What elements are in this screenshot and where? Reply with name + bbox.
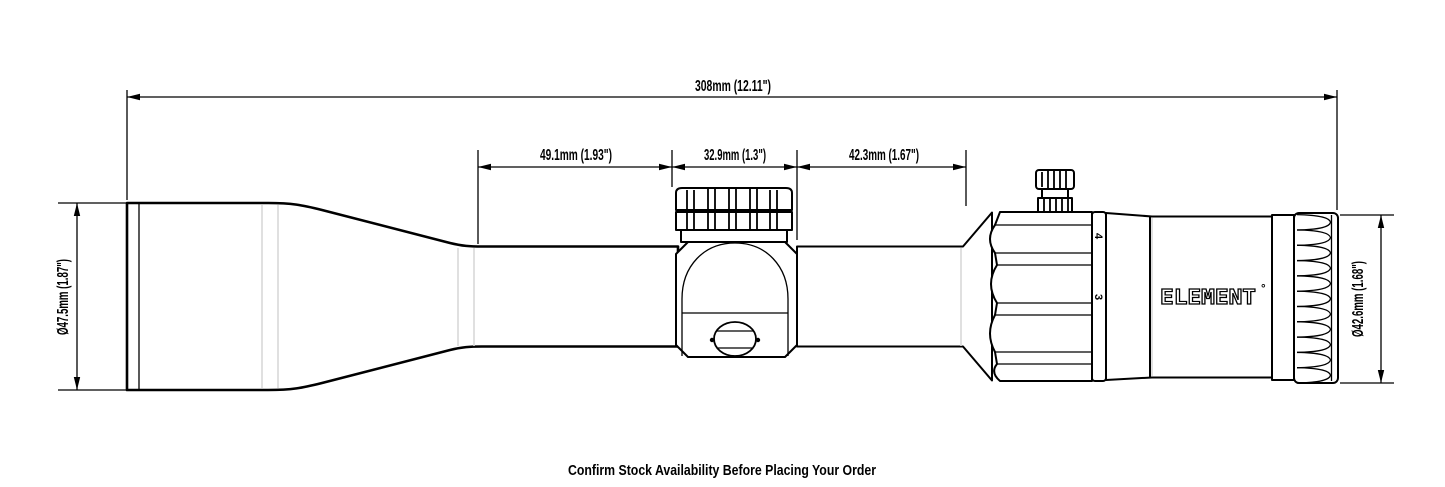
footer-note: Confirm Stock Availability Before Placin… bbox=[568, 463, 876, 479]
eyepiece-body bbox=[1149, 215, 1273, 379]
dim-overall-length-label: 308mm (12.11") bbox=[695, 78, 771, 95]
extension-lines bbox=[58, 90, 1394, 391]
objective-bell bbox=[125, 201, 680, 392]
diopter-ring bbox=[1293, 212, 1339, 384]
dimension-annotations: 308mm (12.11") 49.1mm (1.93") 32.9mm (1.… bbox=[55, 78, 1394, 391]
battery-cap bbox=[709, 321, 761, 357]
brand-logo-mark: ° bbox=[1260, 282, 1267, 295]
dim-objective-diameter-label: Ø47.5mm (1.87") bbox=[55, 259, 72, 335]
turret-saddle bbox=[675, 241, 798, 358]
dim-turret-section: 32.9mm (1.3") bbox=[672, 147, 797, 171]
zoom-mark-4: 4 bbox=[1092, 233, 1104, 240]
eyepiece-smooth-ring bbox=[1271, 214, 1295, 381]
scope-outline: 4 3 ELEMENT ° bbox=[125, 169, 1339, 392]
battery-cap-screw-right bbox=[755, 337, 761, 343]
turret-cap bbox=[675, 187, 793, 243]
dim-ocular-diameter: Ø42.6mm (1.68") bbox=[1350, 215, 1385, 383]
dim-objective-section: 49.1mm (1.93") bbox=[478, 147, 672, 171]
dim-overall-length: 308mm (12.11") bbox=[127, 78, 1337, 101]
dim-objective-section-label: 49.1mm (1.93") bbox=[540, 147, 612, 164]
eyepiece: ELEMENT ° bbox=[1105, 212, 1295, 381]
dim-ocular-diameter-label: Ø42.6mm (1.68") bbox=[1350, 261, 1367, 337]
throw-lever bbox=[1035, 169, 1075, 216]
zoom-mark-3: 3 bbox=[1092, 294, 1104, 300]
dim-rear-section-label: 42.3mm (1.67") bbox=[849, 147, 919, 164]
rear-tube bbox=[796, 211, 993, 382]
battery-cap-screw-left bbox=[709, 337, 715, 343]
dim-objective-diameter: Ø47.5mm (1.87") bbox=[55, 203, 81, 390]
dim-turret-section-label: 32.9mm (1.3") bbox=[704, 147, 766, 164]
dim-rear-section: 42.3mm (1.67") bbox=[797, 147, 966, 171]
brand-logo: ELEMENT bbox=[1160, 285, 1256, 309]
eyepiece-taper bbox=[1105, 212, 1153, 381]
zoom-ring: 4 3 bbox=[989, 211, 1107, 382]
